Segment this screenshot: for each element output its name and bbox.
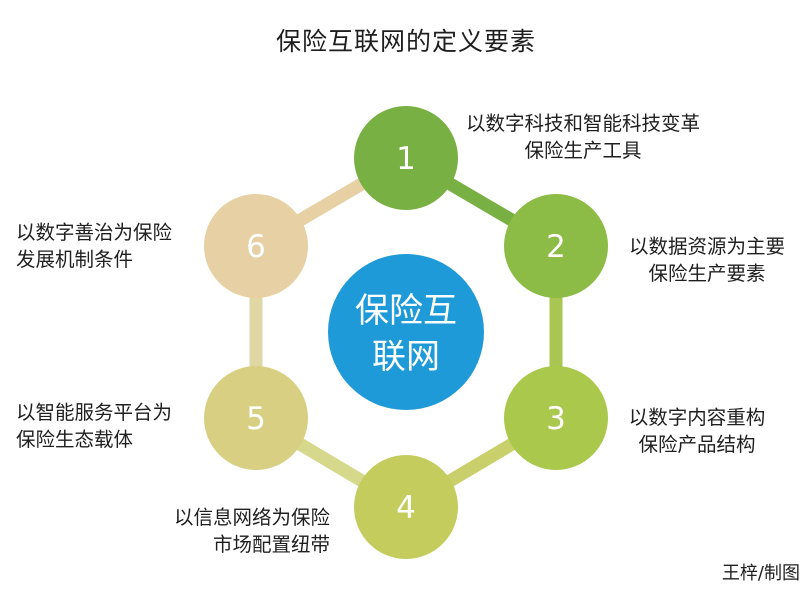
node-number-1: 1 — [396, 141, 416, 177]
node-label-4-line2: 市场配置纽带 — [212, 533, 330, 556]
center-circle — [328, 254, 484, 410]
credit-text: 王梓/制图 — [721, 563, 800, 584]
node-circle-1 — [354, 106, 458, 210]
node-label-6-line2: 发展机制条件 — [16, 248, 134, 271]
node-circle-2 — [504, 194, 608, 298]
node-label-3: 以数字内容重构 保险产品结构 — [612, 404, 782, 458]
node-circle-5 — [204, 366, 308, 470]
node-number-5: 5 — [246, 401, 266, 437]
node-label-4-line1: 以信息网络为保险 — [173, 506, 330, 529]
node-circle-6 — [204, 194, 308, 298]
node-label-5-line1: 以智能服务平台为 — [16, 401, 173, 424]
node-number-2: 2 — [546, 229, 566, 265]
element-nodes: 1 2 3 4 5 6 — [204, 106, 608, 559]
node-label-3-line1: 以数字内容重构 — [628, 406, 766, 429]
node-label-1: 以数字科技和智能科技变革 保险生产工具 — [452, 110, 714, 164]
node-label-2: 以数据资源为主要 保险生产要素 — [612, 233, 802, 287]
page-title: 保险互联网的定义要素 — [275, 27, 536, 56]
center-label-line2: 联网 — [372, 337, 440, 377]
node-circle-3 — [504, 366, 608, 470]
node-label-5-line2: 保险生态载体 — [16, 428, 134, 451]
node-label-5: 以智能服务平台为 保险生态载体 — [16, 399, 206, 453]
node-label-1-line2: 保险生产工具 — [524, 139, 642, 162]
node-label-3-line2: 保险产品结构 — [638, 433, 756, 456]
center-circle-group: 保险互 联网 — [328, 254, 484, 410]
node-label-4: 以信息网络为保险 市场配置纽带 — [130, 504, 330, 558]
node-label-2-line2: 保险生产要素 — [648, 262, 766, 285]
node-circle-4 — [354, 455, 458, 559]
node-number-4: 4 — [396, 490, 416, 526]
node-label-6-line1: 以数字善治为保险 — [16, 221, 173, 244]
node-label-6: 以数字善治为保险 发展机制条件 — [16, 219, 206, 273]
node-label-2-line1: 以数据资源为主要 — [628, 235, 785, 258]
node-number-3: 3 — [546, 401, 566, 437]
node-number-6: 6 — [246, 229, 266, 265]
center-label-line1: 保险互 — [355, 291, 457, 331]
node-label-1-line1: 以数字科技和智能科技变革 — [465, 112, 700, 135]
